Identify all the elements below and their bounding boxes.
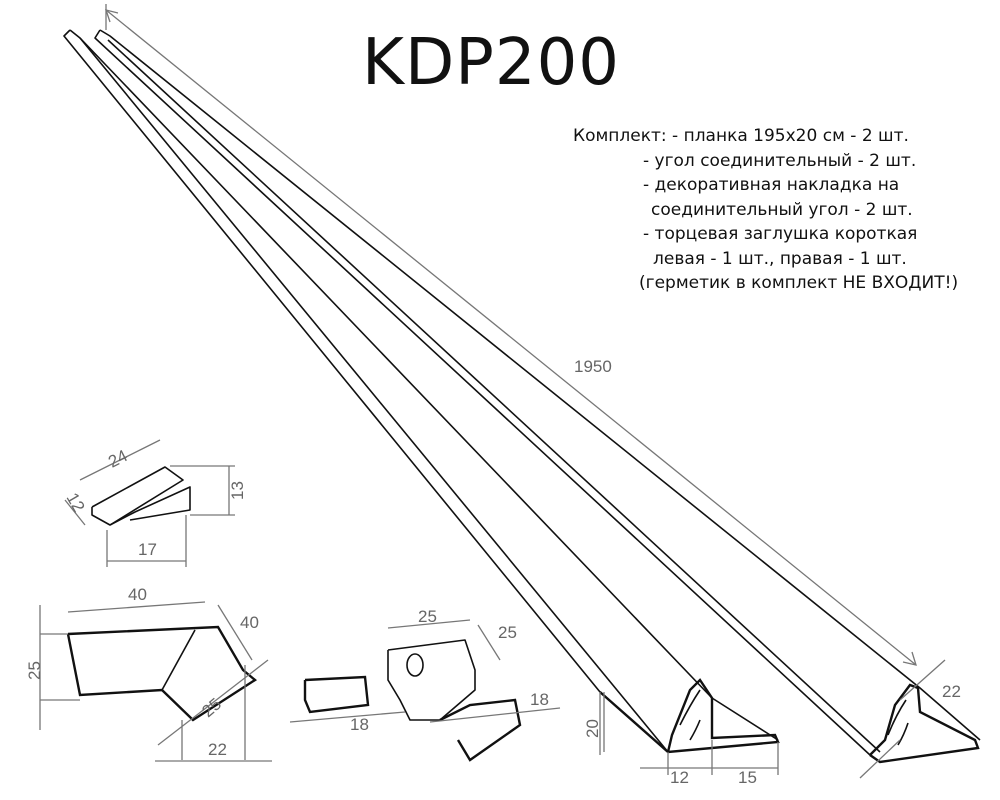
strip-left <box>63 29 780 754</box>
dim-profile-height: 20 <box>583 719 602 738</box>
dim-profile-thickness: 22 <box>942 682 961 701</box>
product-title: KDP200 <box>362 26 620 100</box>
dim-profile-base-a: 12 <box>670 768 689 787</box>
dim-cap-width: 17 <box>138 540 157 559</box>
kit-line: Комплект: - планка 195x20 см - 2 шт. <box>573 126 909 146</box>
kit-line: - декоративная накладка на <box>643 175 900 195</box>
dim-connector-leg-right: 18 <box>530 690 549 709</box>
strip-right <box>94 29 981 764</box>
kit-line: - угол соединительный - 2 шт. <box>643 150 917 171</box>
dim-profile-base-b: 15 <box>738 768 757 787</box>
kit-line: соединительный угол - 2 шт. <box>651 199 913 220</box>
dim-overlay-thickness: 25 <box>198 694 225 721</box>
profile-right-dimensions: 22 <box>859 659 961 779</box>
dim-cap-height: 13 <box>228 481 247 500</box>
dim-overlay-side-a: 40 <box>128 585 147 604</box>
dim-connector-leg-left: 18 <box>350 715 369 734</box>
dim-overlay-side-b: 40 <box>240 613 259 632</box>
dim-strip-length: 1950 <box>574 357 612 376</box>
end-cap-part: 24 12 13 17 <box>63 439 247 567</box>
kit-contents: Комплект: - планка 195x20 см - 2 шт. - у… <box>573 124 958 296</box>
dim-connector-side-a: 25 <box>418 607 437 626</box>
kit-line: (герметик в комплект НЕ ВХОДИТ!) <box>639 273 959 293</box>
kit-line: - торцевая заглушка короткая <box>643 224 918 244</box>
dim-connector-side-b: 25 <box>498 623 517 642</box>
kit-line: левая - 1 шт., правая - 1 шт. <box>653 248 907 269</box>
length-dimension: 1950 <box>105 4 917 666</box>
dim-cap-length: 24 <box>105 446 130 472</box>
profile-left-dimensions: 20 12 15 <box>583 692 779 787</box>
dim-cap-depth: 12 <box>63 490 89 516</box>
dim-overlay-offset: 22 <box>208 740 227 759</box>
corner-connector-part: 25 25 18 18 <box>289 607 561 762</box>
corner-overlay-part: 40 40 25 25 22 <box>25 585 272 762</box>
dim-overlay-height: 25 <box>25 661 44 680</box>
